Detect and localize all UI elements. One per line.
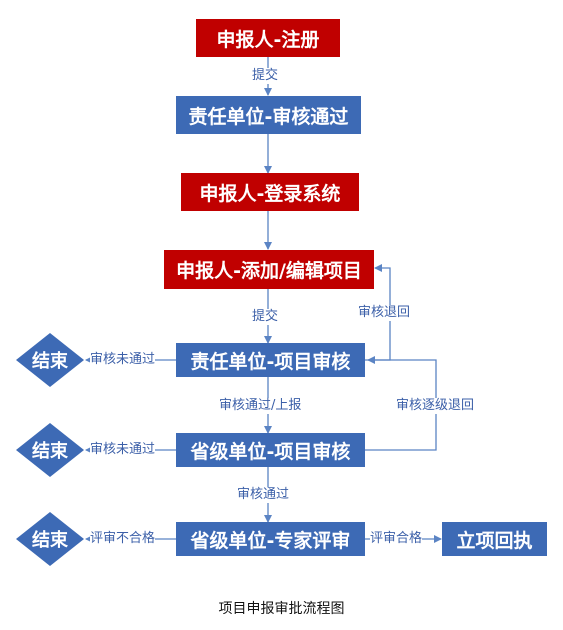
end-label: 结束: [32, 351, 68, 372]
label-pass: 审核通过: [237, 487, 290, 503]
label-not-qualified: 评审不合格: [90, 531, 156, 547]
label-level-return: 审核逐级退回: [396, 398, 475, 414]
end-node-2: 结束: [16, 423, 84, 477]
diamond-shape: [16, 512, 84, 566]
node-register: 申报人-注册: [196, 19, 340, 57]
end-node-3: 结束: [16, 512, 84, 566]
diamond-shape: [16, 333, 84, 387]
node-unit-review: 责任单位-项目审核: [176, 343, 365, 377]
figure-caption: 项目申报审批流程图: [218, 601, 345, 617]
node-receipt: 立项回执: [442, 522, 547, 556]
node-province-review: 省级单位-项目审核: [176, 433, 365, 467]
label-pass-report: 审核通过/上报: [219, 398, 302, 414]
end-label: 结束: [32, 441, 68, 462]
end-label: 结束: [32, 530, 68, 551]
label-return: 审核退回: [358, 305, 411, 321]
diamond-shape: [16, 423, 84, 477]
label-submit-2: 提交: [252, 309, 279, 325]
label-not-pass-1: 审核未通过: [90, 352, 156, 368]
node-add-edit: 申报人-添加/编辑项目: [164, 250, 374, 289]
end-node-1: 结束: [16, 333, 84, 387]
label-submit-1: 提交: [252, 68, 279, 84]
node-login: 申报人-登录系统: [181, 173, 359, 211]
label-not-pass-2: 审核未通过: [90, 442, 156, 458]
node-unit-approve: 责任单位-审核通过: [176, 96, 361, 134]
label-qualified: 评审合格: [370, 531, 423, 547]
node-expert-review: 省级单位-专家评审: [176, 522, 365, 556]
